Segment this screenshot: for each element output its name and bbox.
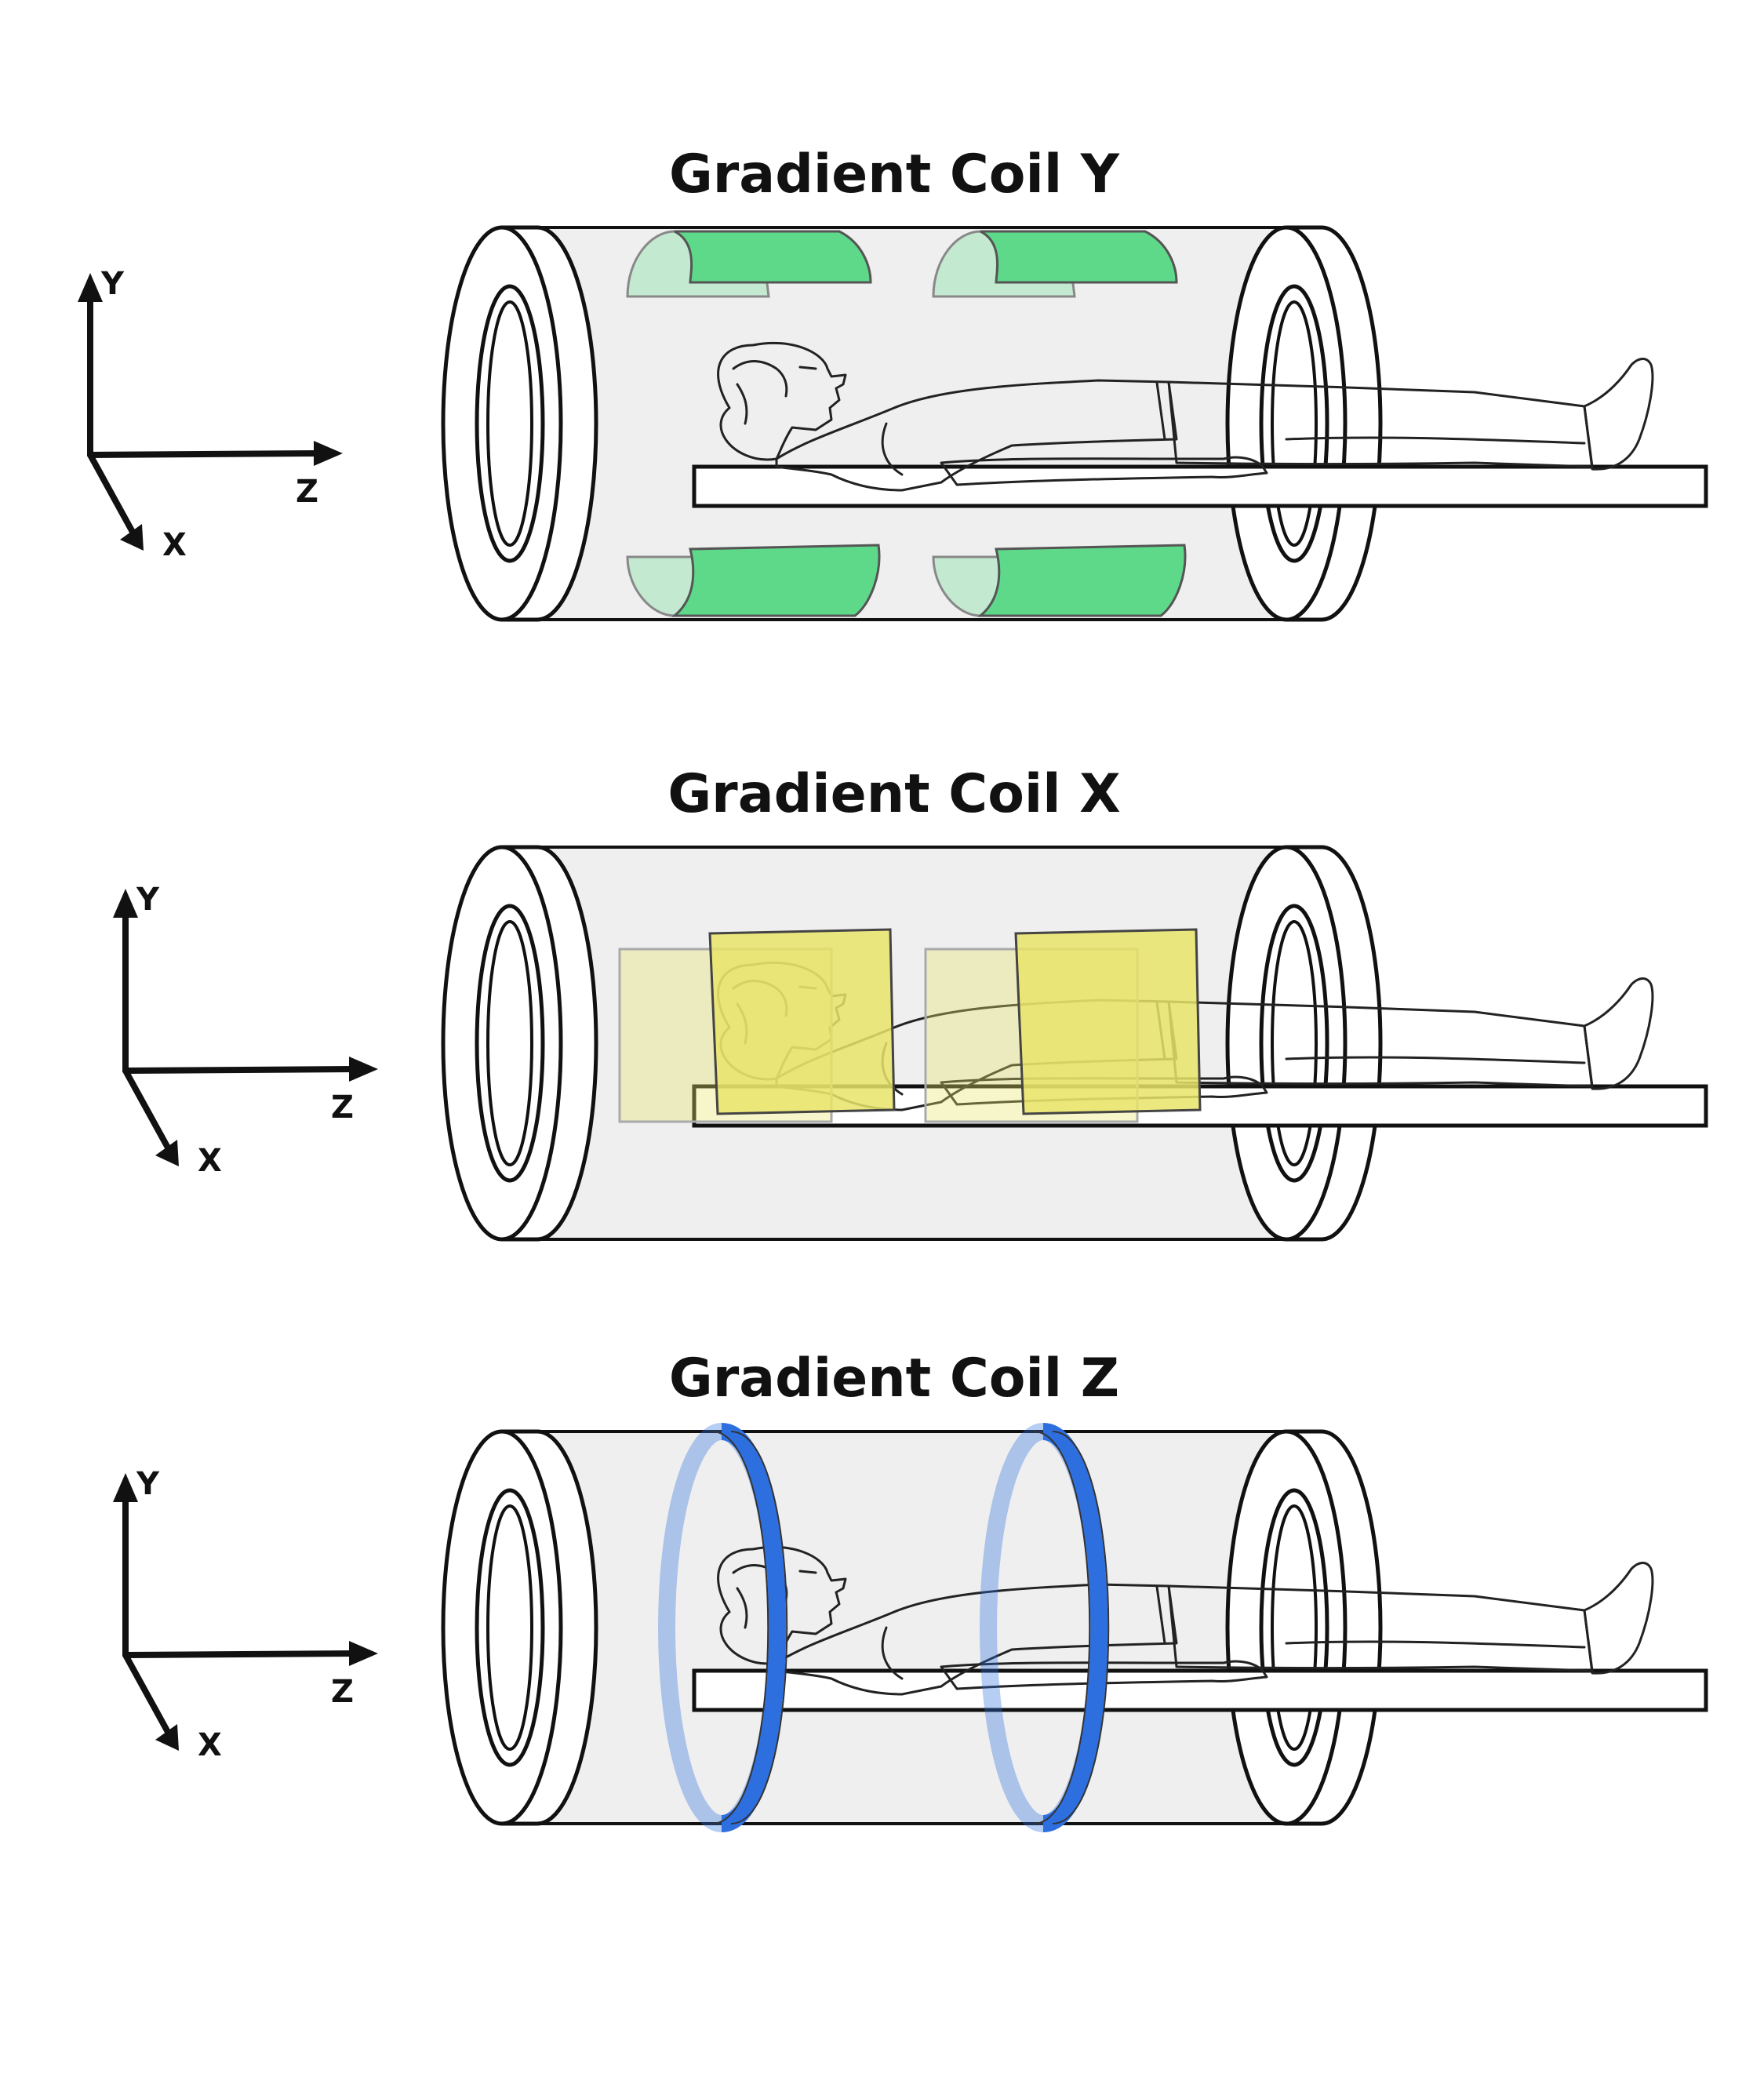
axes-icon: Y Z X — [113, 1466, 378, 1763]
axis-label-x: X — [198, 1727, 222, 1763]
mri-bore-icon — [500, 1430, 1288, 1825]
coil-x-front-1 — [1014, 928, 1202, 1115]
bore-ring-right — [1225, 845, 1383, 1242]
axis-label-z: Z — [331, 1090, 354, 1126]
panel-title: Gradient Coil Y — [669, 144, 1120, 206]
axis-label-y: Y — [136, 882, 160, 918]
coil-x-front-0 — [708, 928, 896, 1115]
bore-ring-left — [441, 225, 598, 622]
panel-gradient-coil-y: Gradient Coil Y Y Z X — [78, 144, 1708, 622]
coil-y-bottom-front-0 — [671, 544, 881, 617]
gradient-coil-x-icon — [618, 928, 1202, 1123]
coil-y-bottom-front-1 — [977, 544, 1187, 617]
panel-gradient-coil-z: Gradient Coil Z Y Z X — [113, 1348, 1708, 1832]
coil-y-top-front-1 — [980, 230, 1178, 284]
coil-z-ring-front-1 — [1042, 1423, 1108, 1832]
axis-label-x: X — [198, 1143, 222, 1179]
gradient-coil-y-icon — [626, 230, 1187, 617]
bore-ring-right — [1225, 225, 1383, 622]
bore-ring-left — [441, 845, 598, 1242]
axis-label-y: Y — [100, 266, 125, 302]
axes-icon: Y Z X — [113, 882, 378, 1179]
panel-title: Gradient Coil Z — [669, 1348, 1119, 1410]
axis-label-z: Z — [296, 474, 318, 510]
axis-label-z: Z — [331, 1674, 354, 1710]
coil-y-top-front-0 — [674, 230, 872, 284]
gradient-coil-z-icon — [658, 1423, 1110, 1832]
panel-gradient-coil-x: Gradient Coil X Y Z X — [113, 763, 1708, 1242]
axes-icon: Y Z X — [78, 266, 343, 563]
axis-label-x: X — [162, 527, 187, 563]
table-icon — [692, 1668, 1708, 1712]
bore-ring-right — [1225, 1429, 1383, 1826]
bore-ring-left — [441, 1429, 598, 1826]
axis-label-y: Y — [136, 1466, 160, 1502]
panel-title: Gradient Coil X — [667, 763, 1120, 825]
coil-z-ring-front-0 — [720, 1423, 787, 1832]
table-icon — [692, 464, 1708, 508]
